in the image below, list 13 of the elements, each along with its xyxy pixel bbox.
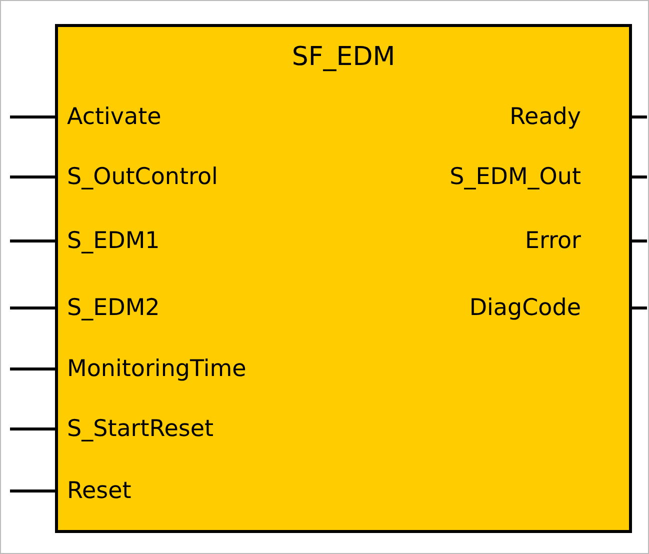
function-block [55,24,632,533]
output-pin-label: DiagCode [469,294,581,322]
input-pin-label: S_EDM2 [67,294,160,322]
input-pin-label: S_StartReset [67,415,214,443]
block-title: SF_EDM [290,43,396,71]
input-pin-label: MonitoringTime [67,355,246,383]
output-pin-label: Error [524,227,581,255]
input-pin-label: S_OutControl [67,163,218,191]
output-pin-label: S_EDM_Out [450,163,581,191]
output-pin-label: Ready [510,103,581,131]
input-pin-label: S_EDM1 [67,227,160,255]
input-pin-label: Reset [67,477,132,505]
input-pin-label: Activate [67,103,162,131]
